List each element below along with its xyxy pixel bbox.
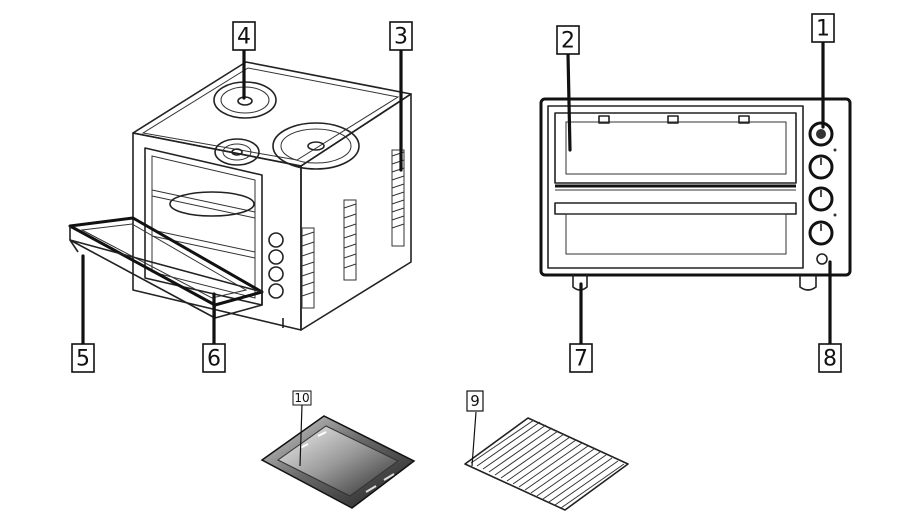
callout-9: 9 bbox=[466, 390, 484, 412]
svg-text:1: 1 bbox=[816, 17, 830, 42]
svg-text:6: 6 bbox=[207, 347, 221, 372]
svg-text:3: 3 bbox=[394, 25, 408, 50]
callout-8: 8 bbox=[818, 343, 842, 373]
svg-text:7: 7 bbox=[574, 347, 588, 372]
callout-3: 3 bbox=[389, 21, 413, 51]
heating-element-clips bbox=[598, 115, 750, 124]
svg-text:8: 8 bbox=[823, 347, 837, 372]
callout-2: 2 bbox=[556, 25, 580, 55]
baking-tray bbox=[260, 415, 416, 509]
oven-isometric-view bbox=[68, 61, 412, 331]
control-knobs-front bbox=[808, 121, 837, 265]
callout-6: 6 bbox=[202, 343, 226, 373]
svg-text:9: 9 bbox=[470, 392, 480, 410]
wire-rack bbox=[464, 417, 629, 511]
svg-text:10: 10 bbox=[294, 391, 309, 405]
hot-plates bbox=[213, 81, 360, 170]
leader-lines bbox=[81, 40, 832, 467]
callout-5: 5 bbox=[71, 343, 95, 373]
svg-text:2: 2 bbox=[561, 29, 575, 54]
callout-1: 1 bbox=[811, 13, 835, 43]
svg-text:4: 4 bbox=[237, 25, 251, 50]
control-knobs-left bbox=[268, 232, 284, 299]
callout-7: 7 bbox=[569, 343, 593, 373]
callout-10: 10 bbox=[292, 390, 312, 406]
oven-front-view bbox=[539, 97, 852, 291]
side-vents bbox=[301, 149, 405, 309]
callout-4: 4 bbox=[232, 21, 256, 51]
oven-feet bbox=[572, 275, 817, 291]
svg-text:5: 5 bbox=[76, 347, 90, 372]
